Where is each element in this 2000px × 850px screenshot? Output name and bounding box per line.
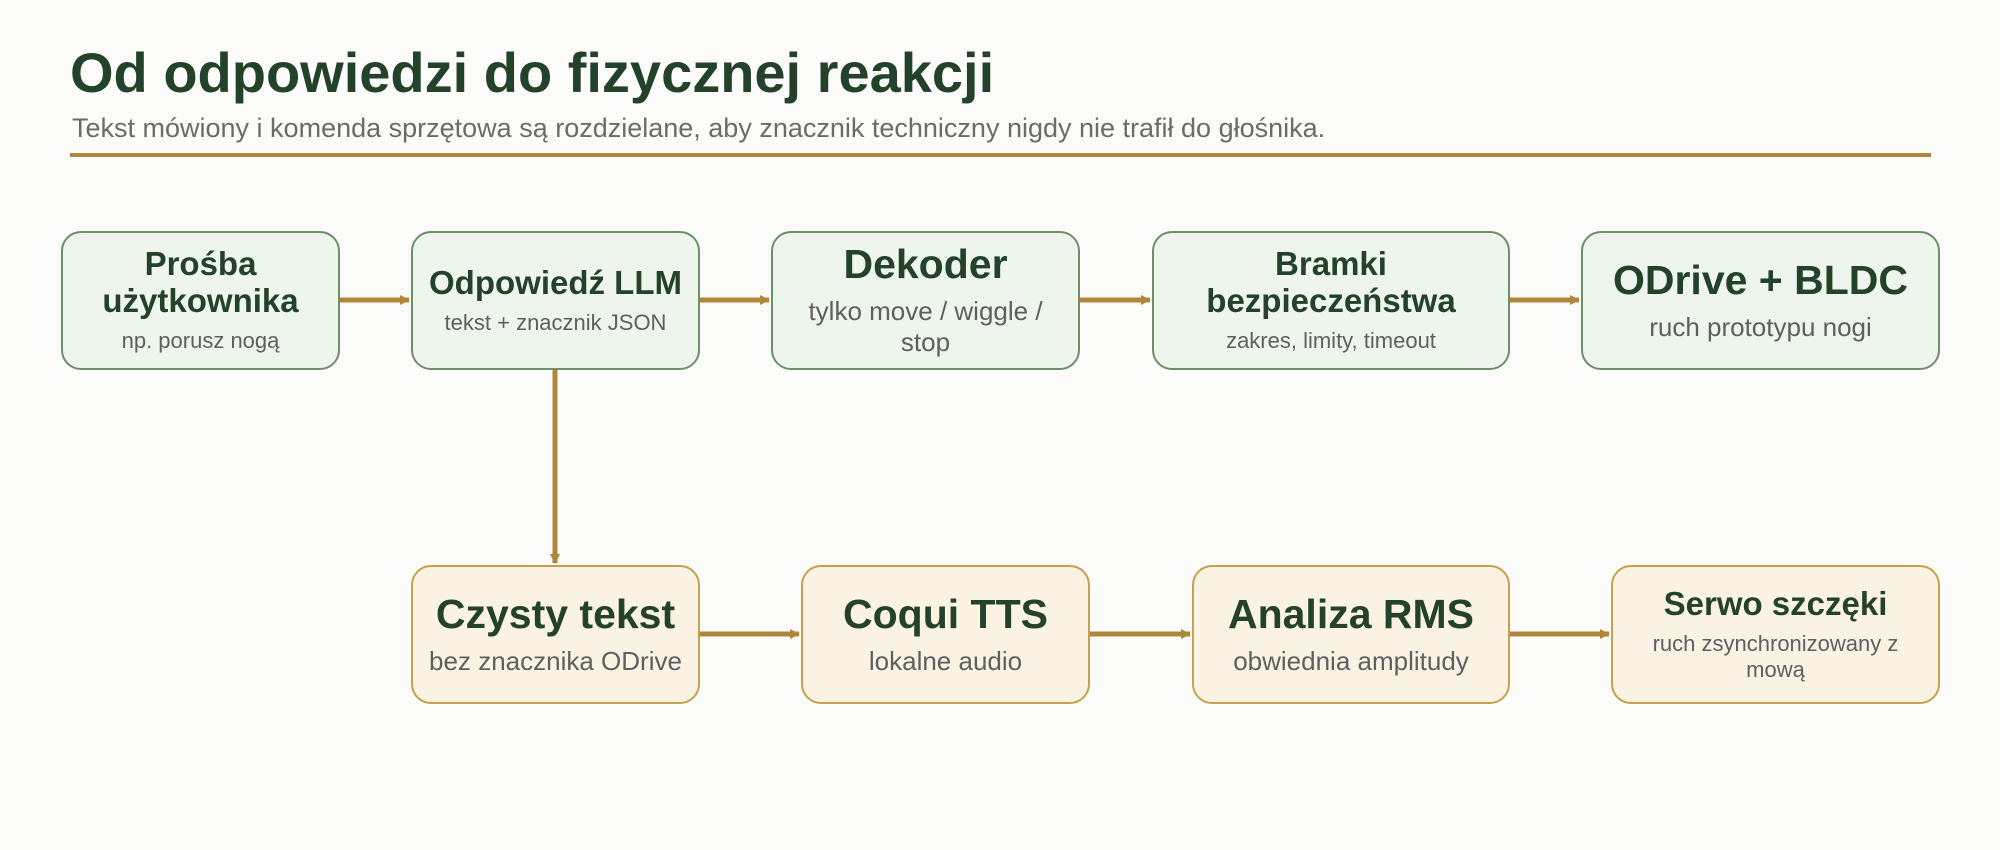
node-rms-analysis: Analiza RMS obwiednia amplitudy (1192, 565, 1510, 704)
node-clean-text: Czysty tekst bez znacznika ODrive (411, 565, 700, 704)
node-title: Dekoder (843, 241, 1008, 288)
node-subtitle: tylko move / wiggle / stop (808, 296, 1043, 358)
node-user-request: Prośba użytkownika np. porusz nogą (61, 231, 340, 370)
node-jaw-servo: Serwo szczęki ruch zsynchronizowany z mo… (1611, 565, 1940, 704)
node-subtitle: lokalne audio (868, 645, 1023, 676)
node-safety-gates: Bramki bezpieczeństwa zakres, limity, ti… (1152, 231, 1510, 370)
page-subtitle: Tekst mówiony i komenda sprzętowa są roz… (72, 113, 1326, 143)
node-llm-response: Odpowiedź LLM tekst + znacznik JSON (411, 231, 700, 370)
node-title: Prośba użytkownika (102, 245, 299, 320)
node-subtitle: ruch prototypu nogi (1649, 311, 1872, 342)
node-subtitle: obwiednia amplitudy (1233, 645, 1469, 676)
title-divider (70, 153, 1931, 157)
node-subtitle: tekst + znacznik JSON (444, 309, 667, 335)
node-subtitle: bez znacznika ODrive (429, 645, 682, 676)
node-title: Czysty tekst (435, 590, 676, 637)
node-title: Odpowiedź LLM (429, 263, 682, 301)
node-coqui-tts: Coqui TTS lokalne audio (801, 565, 1090, 704)
node-title: ODrive + BLDC (1612, 256, 1909, 303)
node-subtitle: zakres, limity, timeout (1226, 328, 1436, 354)
page-title: Od odpowiedzi do fizycznej reakcji (70, 41, 995, 104)
node-title: Serwo szczęki (1663, 584, 1888, 622)
node-odrive-bldc: ODrive + BLDC ruch prototypu nogi (1581, 231, 1940, 370)
node-title: Analiza RMS (1227, 590, 1475, 637)
node-decoder: Dekoder tylko move / wiggle / stop (771, 231, 1080, 370)
node-subtitle: ruch zsynchronizowany z mową (1652, 630, 1899, 682)
node-title: Coqui TTS (843, 590, 1048, 637)
node-title: Bramki bezpieczeństwa (1206, 245, 1456, 320)
node-subtitle: np. porusz nogą (121, 328, 280, 354)
